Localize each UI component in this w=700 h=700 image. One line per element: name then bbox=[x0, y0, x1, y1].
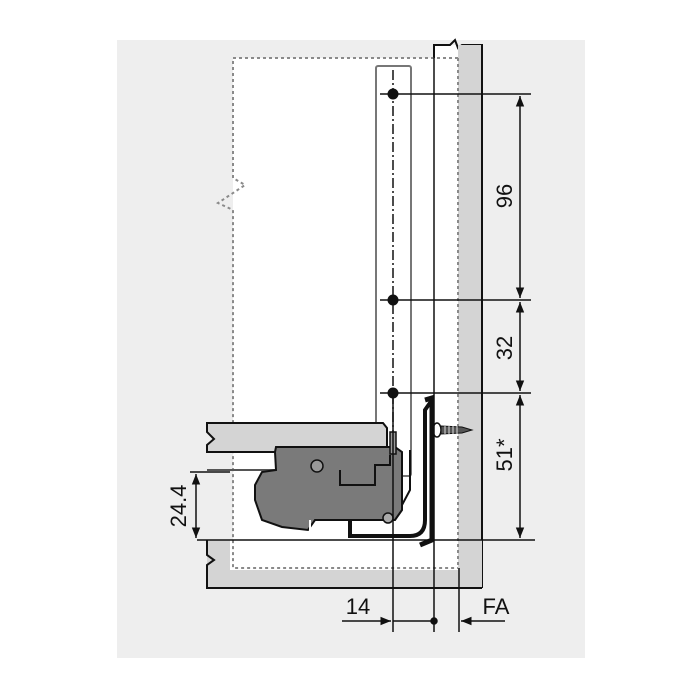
dimension-fa: FA bbox=[483, 594, 510, 619]
dimension-24-4: 24.4 bbox=[166, 485, 191, 528]
hole-markers bbox=[190, 88, 535, 541]
fixing-bracket bbox=[254, 398, 434, 538]
screw bbox=[419, 394, 474, 548]
horizontal-dimension bbox=[342, 616, 505, 626]
dimension-51: 51* bbox=[492, 438, 517, 471]
dimension-96: 96 bbox=[492, 184, 517, 208]
reference-lines bbox=[392, 45, 460, 632]
dimension-14: 14 bbox=[346, 594, 370, 619]
dimension-32: 32 bbox=[492, 336, 517, 360]
